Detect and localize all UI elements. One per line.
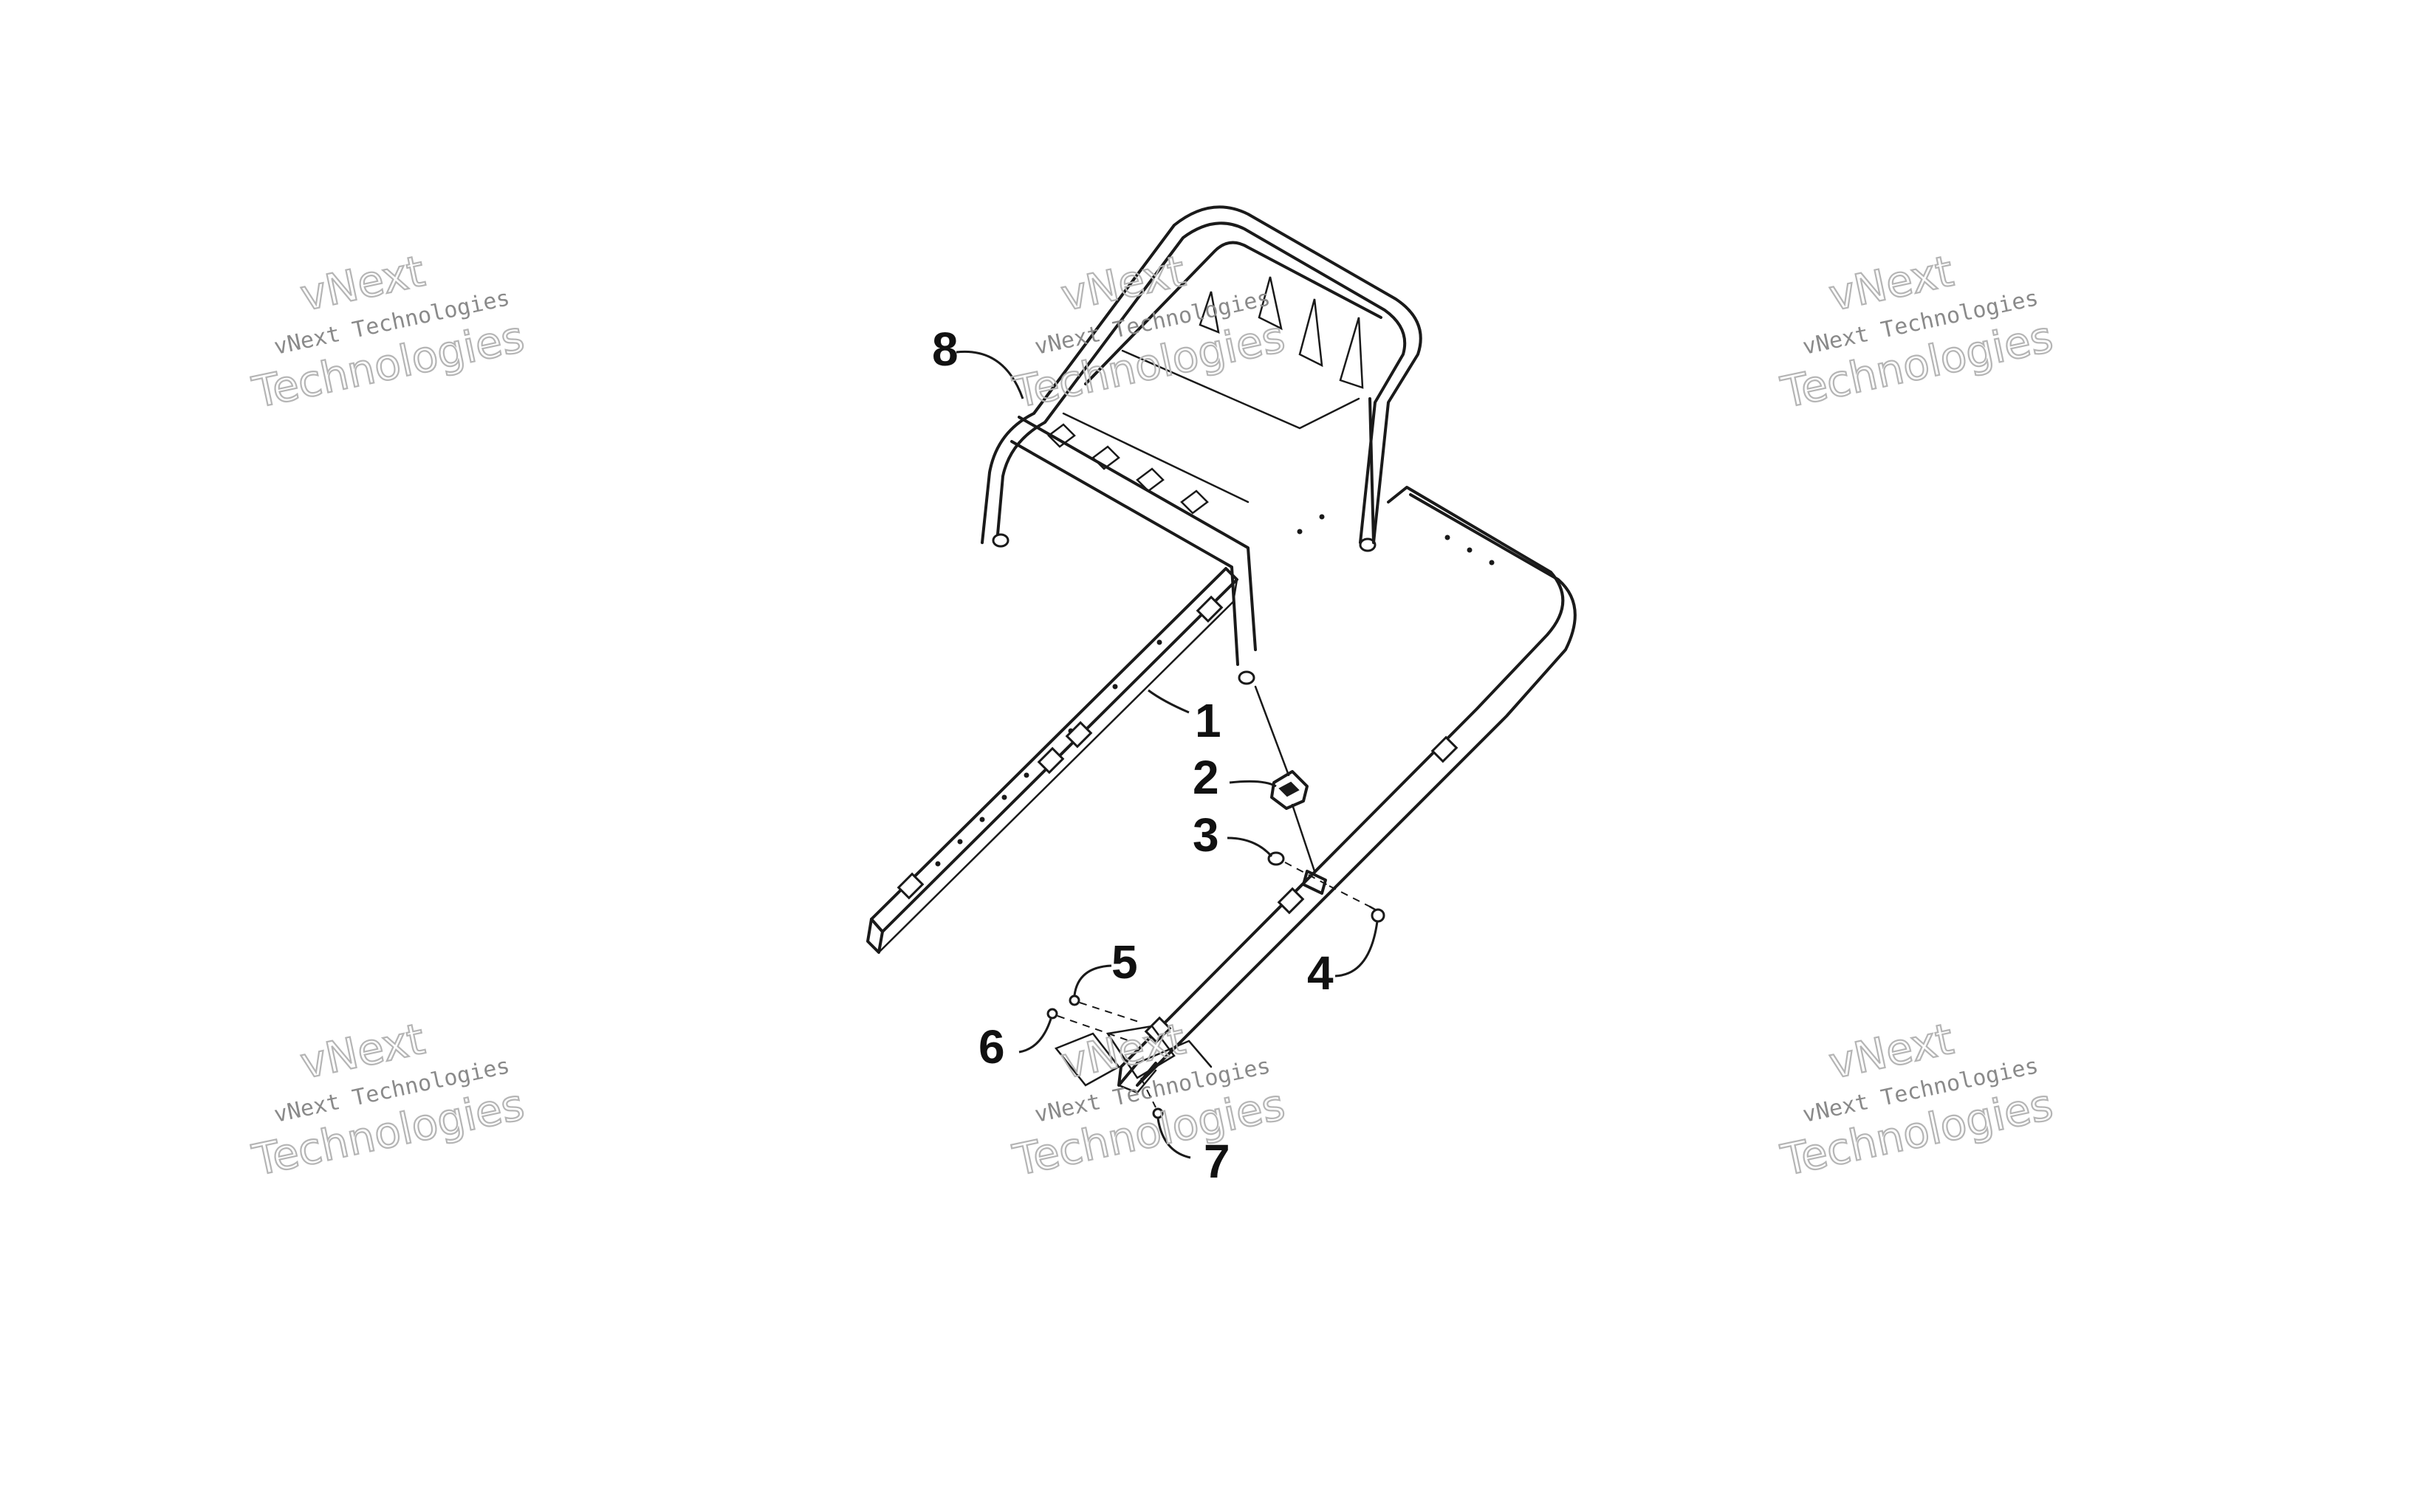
bolt-5: [1069, 994, 1080, 1006]
callout-6: 6: [978, 1020, 1005, 1073]
watermark-bottom-right: vNext vNext Technologies Technologies: [1776, 1013, 2058, 1186]
bolt-6: [1046, 1008, 1058, 1020]
rack-assembly: [981, 205, 1422, 685]
leader-5: [1073, 964, 1112, 996]
callout-8: 8: [932, 323, 959, 376]
watermark-top-right: vNext vNext Technologies Technologies: [1776, 245, 2058, 419]
callout-5: 5: [1111, 935, 1138, 989]
watermark-bottom-center: vNext vNext Technologies Technologies: [1008, 1013, 1290, 1186]
leader-8: [956, 350, 1024, 399]
left-side-rail: [866, 514, 1325, 954]
callouts: 8 1 2 3 4 5 6 7: [932, 323, 1334, 1188]
callout-3: 3: [1193, 808, 1219, 862]
leader-3: [1227, 836, 1273, 857]
rail-holes: [935, 514, 1325, 867]
nut-7: [1152, 1107, 1164, 1119]
callout-1: 1: [1195, 694, 1221, 747]
callout-4: 4: [1307, 946, 1334, 1000]
leader-4: [1334, 921, 1379, 977]
callout-2: 2: [1193, 751, 1219, 804]
callout-7: 7: [1204, 1135, 1230, 1188]
watermark-top-left: vNext vNext Technologies Technologies: [247, 245, 529, 419]
rail-clips: [897, 595, 1224, 900]
leader-6: [1018, 1018, 1052, 1054]
lower-hardware: [1046, 994, 1213, 1119]
leader-1: [1148, 689, 1190, 714]
watermark-top-center: vNext vNext Technologies Technologies: [1008, 245, 1290, 419]
leader-2: [1229, 780, 1277, 788]
right-side-rail: [1117, 486, 1577, 1094]
leader-7: [1156, 1118, 1191, 1159]
bolt-4: [1371, 908, 1385, 923]
watermark-bottom-left: vNext vNext Technologies Technologies: [247, 1013, 529, 1186]
rubber-mount-2: [1270, 770, 1309, 810]
mount-hardware: [1254, 685, 1385, 923]
leader-lines: [956, 350, 1379, 1159]
